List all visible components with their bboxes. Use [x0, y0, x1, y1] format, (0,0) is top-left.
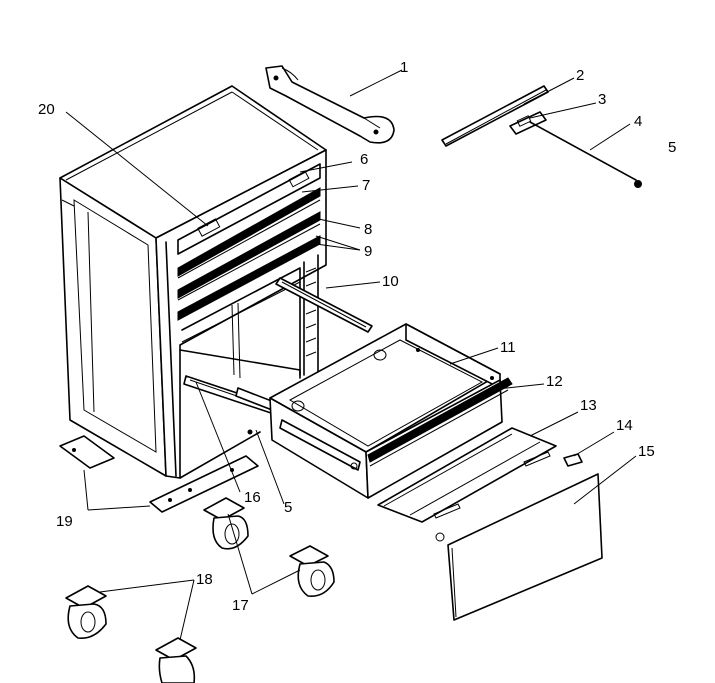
callout-3: 3 [598, 91, 606, 108]
callout-labels: 1 2 3 4 5 6 7 8 9 10 11 12 13 14 15 16 5… [38, 59, 676, 614]
cabinet-body [59, 85, 327, 479]
callout-14: 14 [616, 417, 633, 434]
callout-5-base: 5 [284, 499, 292, 516]
drawer-box [269, 323, 513, 499]
callout-7: 7 [362, 177, 370, 194]
callout-16: 16 [244, 489, 261, 506]
cabinet-handle [265, 65, 395, 144]
callout-9: 9 [364, 243, 372, 260]
drawer-liner [377, 427, 583, 542]
callout-18: 18 [196, 571, 213, 588]
caster-wheels [65, 497, 335, 683]
lock-bar-assembly [441, 85, 642, 188]
leader-lines [65, 69, 637, 641]
callout-2: 2 [576, 67, 584, 84]
callout-5-lock: 5 [668, 139, 676, 156]
callout-15: 15 [638, 443, 655, 460]
callout-6: 6 [360, 151, 368, 168]
callout-11: 11 [500, 339, 516, 356]
callout-20: 20 [38, 101, 55, 118]
drawer-front-panel [447, 473, 603, 621]
callout-13: 13 [580, 397, 597, 414]
callout-1: 1 [400, 59, 408, 76]
callout-17: 17 [232, 597, 249, 614]
callout-4: 4 [634, 113, 642, 130]
callout-19: 19 [56, 513, 73, 530]
callout-10: 10 [382, 273, 399, 290]
callout-12: 12 [546, 373, 563, 390]
callout-8: 8 [364, 221, 372, 238]
